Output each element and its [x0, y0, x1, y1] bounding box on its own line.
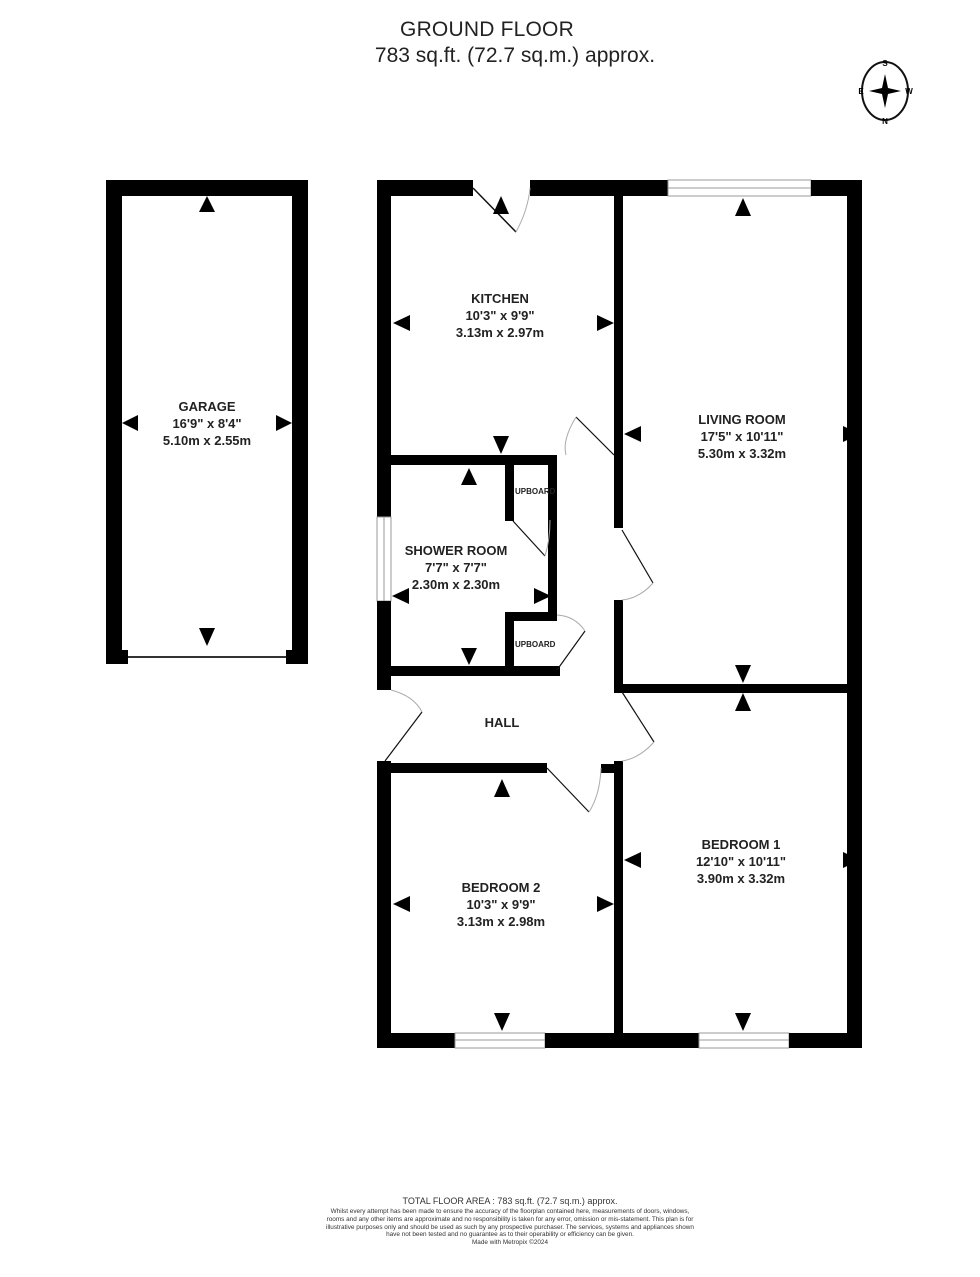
shower-room-metric: 2.30m x 2.30m — [412, 577, 500, 592]
floor-title: GROUND FLOOR — [400, 18, 574, 41]
compass-rose-icon: S N E W — [858, 59, 913, 126]
arrow-left-icon — [122, 415, 138, 431]
total-floor-area: TOTAL FLOOR AREA : 783 sq.ft. (72.7 sq.m… — [402, 1196, 618, 1206]
wall — [292, 180, 308, 664]
arrow-up-icon — [735, 198, 751, 216]
cupboard-upper-label: UPBOARD — [515, 487, 556, 496]
hall-name: HALL — [485, 715, 520, 730]
arrow-left-icon — [624, 852, 641, 868]
wall — [286, 650, 308, 664]
arrow-down-icon — [494, 1013, 510, 1031]
bedroom-2-imperial: 10'3" x 9'9" — [466, 897, 535, 912]
garage-metric: 5.10m x 2.55m — [163, 433, 251, 448]
arrow-left-icon — [393, 896, 410, 912]
footer: TOTAL FLOOR AREA : 783 sq.ft. (72.7 sq.m… — [320, 1196, 700, 1247]
arrow-down-icon — [493, 436, 509, 454]
kitchen: KITCHEN 10'3" x 9'9" 3.13m x 2.97m — [393, 196, 614, 454]
shower-room: SHOWER ROOM 7'7" x 7'7" 2.30m x 2.30m UP… — [392, 468, 556, 665]
outer-walls — [376, 179, 862, 1049]
living-room-imperial: 17'5" x 10'11" — [701, 429, 784, 444]
arrow-down-icon — [199, 628, 215, 646]
kitchen-name: KITCHEN — [471, 291, 529, 306]
compass-w: W — [905, 87, 913, 96]
bedroom-1-metric: 3.90m x 3.32m — [697, 871, 785, 886]
arrow-up-icon — [199, 196, 215, 212]
shower-room-name: SHOWER ROOM — [405, 543, 508, 558]
front-door — [472, 187, 531, 233]
compass-e: E — [858, 87, 864, 96]
arrow-up-icon — [461, 468, 477, 485]
floor-area: 783 sq.ft. (72.7 sq.m.) approx. — [374, 44, 656, 67]
cupboard-lower-label: UPBOARD — [515, 640, 556, 649]
compass-n: N — [882, 117, 888, 126]
arrow-down-icon — [461, 648, 477, 665]
arrow-right-icon — [843, 852, 860, 868]
arrow-down-icon — [735, 1013, 751, 1031]
bedroom-1-imperial: 12'10" x 10'11" — [696, 854, 786, 869]
garage-imperial: 16'9" x 8'4" — [172, 416, 241, 431]
shower-room-imperial: 7'7" x 7'7" — [425, 560, 487, 575]
door-swings — [384, 416, 655, 813]
arrow-right-icon — [843, 426, 860, 442]
bedroom-2-name: BEDROOM 2 — [462, 880, 541, 895]
arrow-up-icon — [494, 779, 510, 797]
kitchen-metric: 3.13m x 2.97m — [456, 325, 544, 340]
arrow-right-icon — [534, 588, 551, 604]
living-room: LIVING ROOM 17'5" x 10'11" 5.30m x 3.32m — [624, 198, 860, 683]
arrow-up-icon — [493, 196, 509, 214]
arrow-left-icon — [393, 315, 410, 331]
garage-name: GARAGE — [178, 399, 235, 414]
hall: HALL — [485, 715, 520, 730]
arrow-left-icon — [624, 426, 641, 442]
arrow-left-icon — [392, 588, 409, 604]
made-with: Made with Metropix ©2024 — [471, 1239, 549, 1247]
living-room-name: LIVING ROOM — [698, 412, 785, 427]
disclaimer: Whilst every attempt has been made to en… — [326, 1208, 694, 1239]
compass-s: S — [882, 59, 888, 68]
garage: GARAGE 16'9" x 8'4" 5.10m x 2.55m — [106, 180, 308, 664]
internal-walls — [377, 180, 862, 1048]
arrow-right-icon — [276, 415, 292, 431]
arrow-right-icon — [597, 896, 614, 912]
arrow-up-icon — [735, 693, 751, 711]
bedroom-1: BEDROOM 1 12'10" x 10'11" 3.90m x 3.32m — [624, 693, 860, 1031]
arrow-right-icon — [597, 315, 614, 331]
wall — [106, 650, 128, 664]
living-room-metric: 5.30m x 3.32m — [698, 446, 786, 461]
arrow-down-icon — [735, 665, 751, 683]
kitchen-imperial: 10'3" x 9'9" — [465, 308, 534, 323]
bedroom-1-name: BEDROOM 1 — [702, 837, 781, 852]
bedroom-2-metric: 3.13m x 2.98m — [457, 914, 545, 929]
bedroom-2: BEDROOM 2 10'3" x 9'9" 3.13m x 2.98m — [393, 779, 614, 1031]
wall — [106, 180, 122, 664]
wall — [106, 180, 308, 196]
